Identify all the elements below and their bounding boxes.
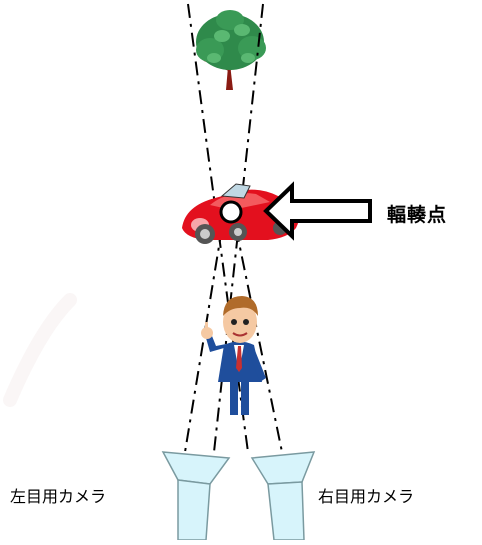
car-icon (182, 183, 300, 244)
convergence-point-label: 輻輳点 (387, 204, 448, 226)
tree-icon (196, 10, 266, 90)
right-camera-icon (250, 451, 316, 541)
right-inner-sight-line (235, 227, 283, 453)
left-camera-icon (161, 451, 231, 541)
person-icon (201, 296, 266, 415)
convergence-point-marker (219, 200, 243, 224)
right-outer-sight-line (184, 227, 223, 453)
arrow-icon (263, 181, 372, 241)
watermark (3, 293, 77, 407)
right-camera-label: 右目用カメラ (318, 487, 415, 506)
left-camera-label: 左目用カメラ (10, 487, 107, 506)
